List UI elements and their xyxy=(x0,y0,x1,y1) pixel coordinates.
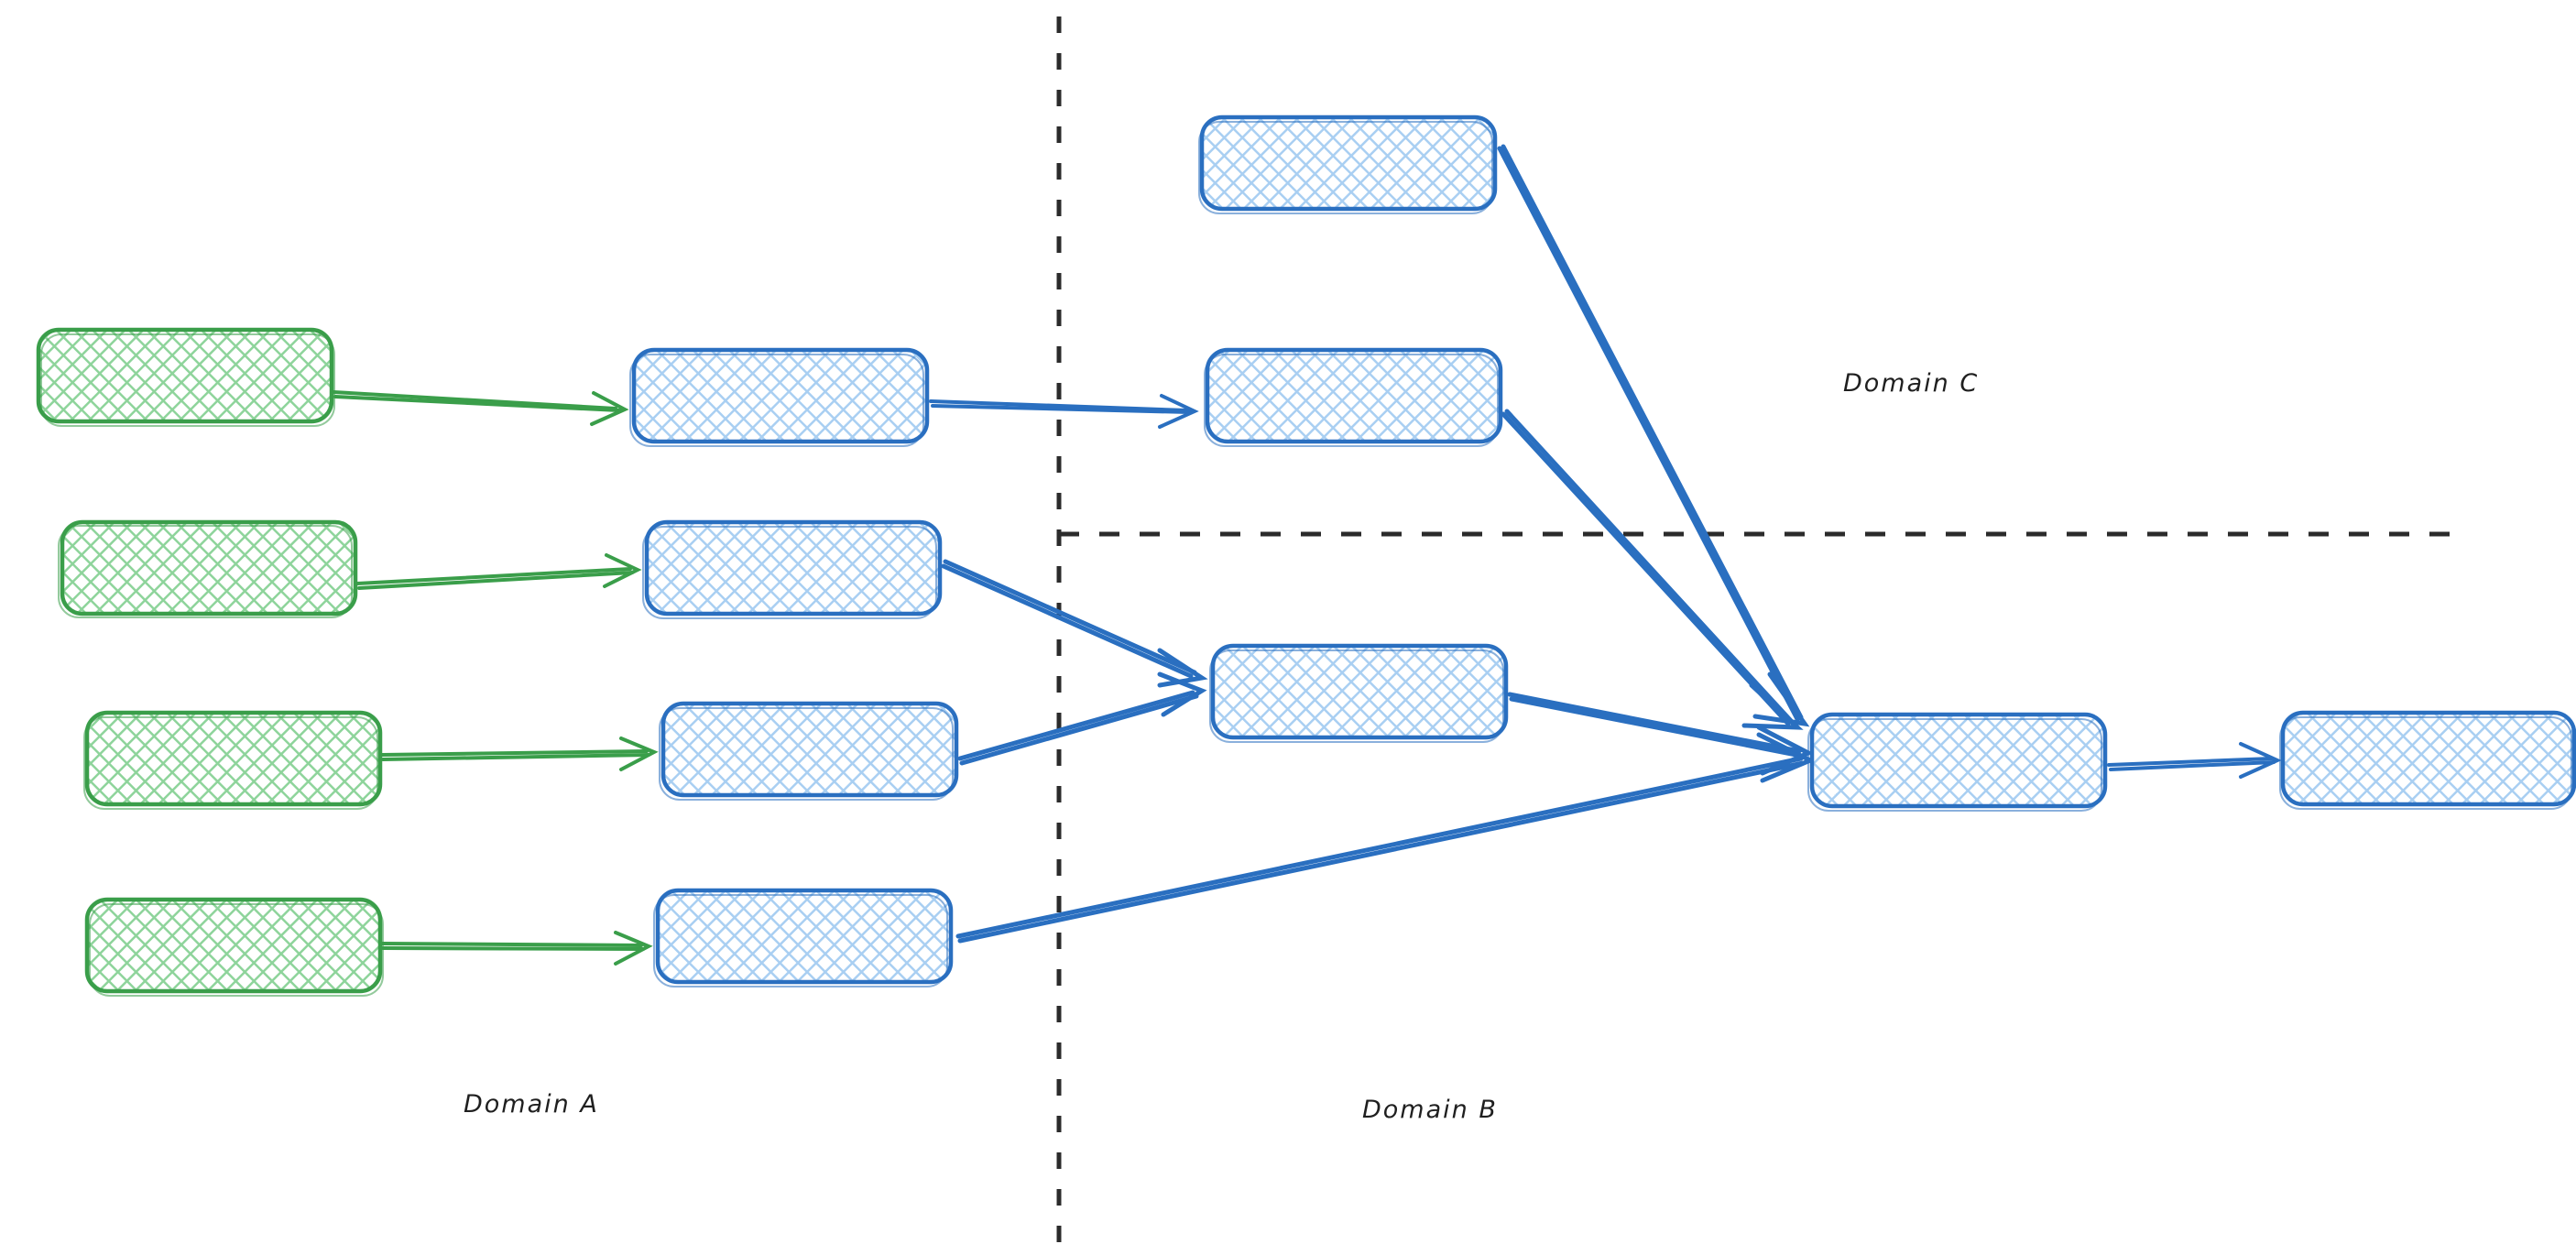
edge-b1-c2 xyxy=(929,394,1199,429)
domain-label-a: Domain A xyxy=(464,1090,599,1119)
node-a4[interactable] xyxy=(84,897,384,997)
edge-a1-b1 xyxy=(332,390,629,426)
node-a1[interactable] xyxy=(36,327,335,427)
edge-c3-d1 xyxy=(1507,692,1814,776)
node-b4[interactable] xyxy=(653,888,954,988)
edge-c2-d1 xyxy=(1501,409,1804,730)
node-b3[interactable] xyxy=(659,701,959,801)
edge-d1-e1 xyxy=(2107,742,2282,779)
node-c1[interactable] xyxy=(1198,115,1498,214)
domain-dividers xyxy=(1056,16,2464,1246)
node-b2[interactable] xyxy=(642,519,943,619)
edge-b4-d1 xyxy=(955,732,1816,944)
domain-label-c: Domain C xyxy=(1843,369,1980,398)
edge-b3-c3 xyxy=(957,671,1207,766)
edge-b2-c3 xyxy=(941,559,1208,688)
edge-c1-d1 xyxy=(1497,144,1810,727)
node-a3[interactable] xyxy=(83,710,383,810)
edge-a3-b3 xyxy=(380,737,659,771)
node-d1[interactable] xyxy=(1807,712,2108,812)
node-a2[interactable] xyxy=(58,519,358,618)
edge-a4-b4 xyxy=(380,931,653,966)
edges xyxy=(332,144,2282,966)
nodes xyxy=(36,115,2576,997)
node-c3[interactable] xyxy=(1209,643,1509,743)
node-c2[interactable] xyxy=(1204,347,1503,447)
node-e1[interactable] xyxy=(2279,710,2576,810)
node-b1[interactable] xyxy=(629,347,930,447)
domain-label-b: Domain B xyxy=(1362,1096,1498,1124)
edge-a2-b2 xyxy=(355,553,642,590)
